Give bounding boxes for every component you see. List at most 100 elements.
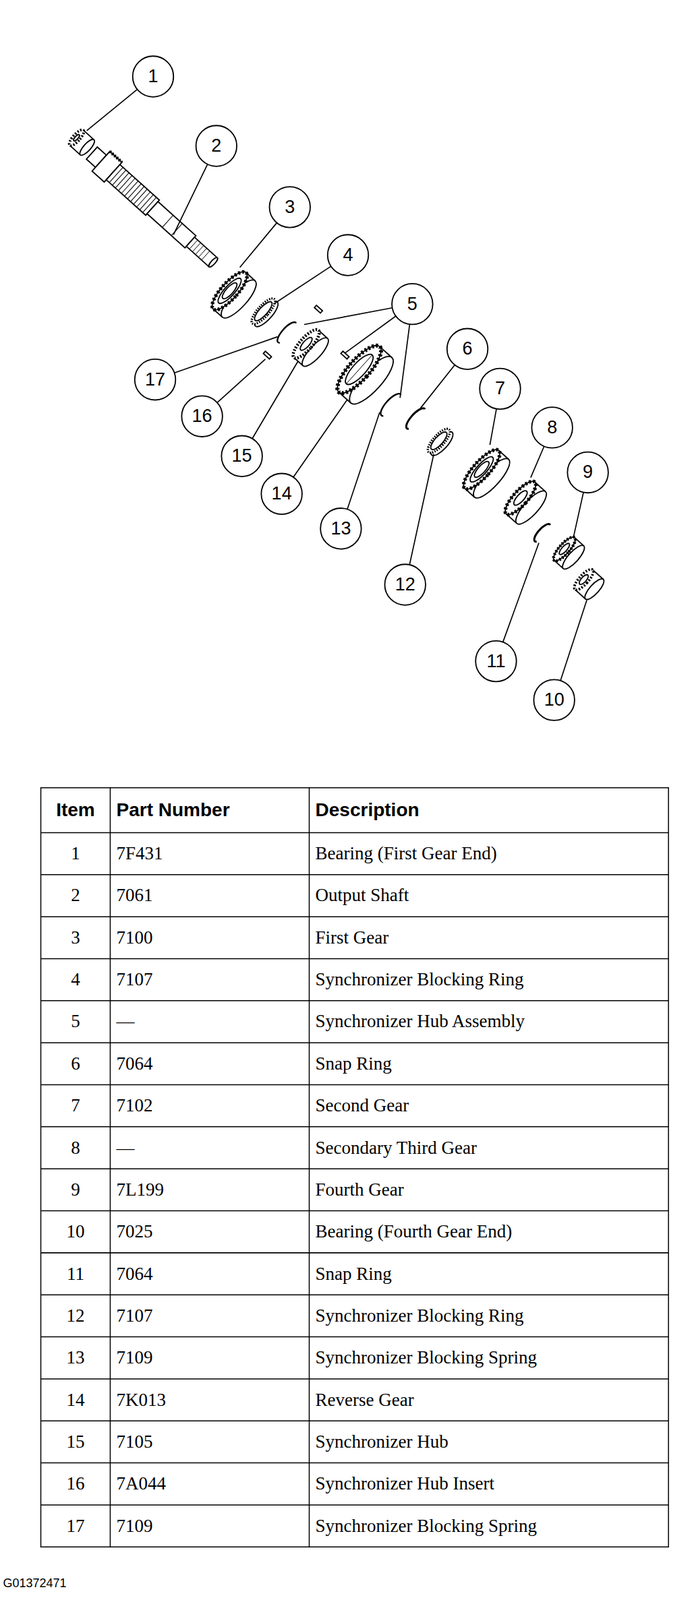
- table-rule: [41, 1505, 670, 1507]
- table-rule: [41, 1379, 670, 1381]
- table-cell: Synchronizer Blocking Ring: [315, 959, 665, 1001]
- table-cell: 7102: [116, 1085, 306, 1128]
- callout-number: 8: [531, 407, 573, 449]
- table-cell: 9: [41, 1169, 111, 1212]
- leader-line: [273, 266, 332, 305]
- callout-number: 10: [533, 679, 575, 721]
- table-cell: Secondary Third Gear: [315, 1127, 665, 1170]
- table-header: Part Number: [116, 788, 306, 834]
- table-rule: [41, 1337, 670, 1339]
- leader-line: [347, 412, 380, 510]
- callout-number: 5: [391, 283, 433, 326]
- table-cell: 15: [41, 1421, 111, 1464]
- leader-line: [293, 400, 348, 478]
- table-rule: [41, 1253, 670, 1255]
- leader-line: [573, 493, 584, 538]
- table-cell: 13: [41, 1338, 111, 1380]
- table-cell: 5: [41, 1001, 111, 1044]
- table-cell: Synchronizer Hub: [315, 1421, 665, 1464]
- leader-line: [560, 600, 587, 682]
- table-rule: [41, 832, 670, 835]
- callout-circle: [479, 368, 521, 411]
- callout-number: 16: [181, 395, 223, 438]
- callout-circle: [327, 234, 369, 276]
- fourth-gear: [550, 534, 588, 573]
- table-rule: [41, 1085, 670, 1087]
- table-rule: [41, 874, 670, 877]
- table-cell: Synchronizer Hub Insert: [315, 1464, 665, 1507]
- table-cell: 2: [41, 875, 111, 918]
- table-header: Description: [315, 788, 665, 834]
- callout-circle: [320, 508, 362, 550]
- blocking-ring: [248, 295, 282, 330]
- table-cell: 7064: [116, 1043, 306, 1086]
- hub-insert: [263, 351, 272, 359]
- table-cell: First Gear: [315, 917, 665, 960]
- table-cell: Bearing (Fourth Gear End): [315, 1211, 665, 1254]
- table-rule: [41, 1294, 670, 1297]
- blocking-spring: [377, 391, 402, 417]
- table-rule: [41, 1126, 670, 1129]
- table-cell: 4: [41, 959, 111, 1001]
- leader-line: [87, 89, 138, 131]
- table-cell: —: [116, 1001, 306, 1044]
- callout-number: 12: [384, 564, 426, 606]
- callout-number: 13: [320, 508, 362, 550]
- output-shaft: [82, 142, 224, 274]
- table-rule: [41, 1421, 670, 1423]
- table-cell: 7F431: [116, 832, 306, 875]
- table-header: Item: [41, 788, 111, 834]
- table-rule: [41, 1463, 670, 1465]
- callout-number: 2: [196, 125, 238, 167]
- callout-circle: [475, 641, 517, 683]
- synchronizer-hub: [289, 326, 332, 371]
- table-cell: 10: [41, 1211, 111, 1254]
- table-cell: Snap Ring: [315, 1043, 665, 1086]
- table-cell: 17: [41, 1506, 111, 1548]
- leader-line: [252, 361, 299, 440]
- callout-number: 15: [221, 435, 263, 477]
- table-cell: 7064: [116, 1253, 306, 1296]
- table-cell: 7025: [116, 1211, 306, 1254]
- table-cell: Output Shaft: [315, 875, 665, 918]
- callout-circle: [533, 679, 575, 721]
- table-cell: 7107: [116, 959, 306, 1001]
- leader-line: [173, 164, 208, 235]
- leader-line: [240, 223, 278, 268]
- leader-line: [399, 324, 410, 398]
- figure-code: G01372471: [3, 1575, 127, 1594]
- leader-line: [344, 316, 396, 354]
- callout-circle: [269, 186, 311, 228]
- blocking-ring: [424, 426, 456, 460]
- callout-number: 3: [269, 186, 311, 228]
- table-cell: 16: [41, 1464, 111, 1507]
- bearing: [571, 567, 607, 603]
- callout-number: 9: [567, 452, 609, 494]
- table-cell: Reverse Gear: [315, 1379, 665, 1422]
- table-rule: [41, 1042, 670, 1045]
- table-cell: Synchronizer Blocking Spring: [315, 1506, 665, 1548]
- table-cell: Snap Ring: [315, 1253, 665, 1296]
- table-cell: 3: [41, 917, 111, 960]
- table-cell: Bearing (First Gear End): [315, 832, 665, 875]
- callout-circle: [221, 435, 263, 477]
- table-cell: Fourth Gear: [315, 1169, 665, 1212]
- table-cell: Synchronizer Hub Assembly: [315, 1001, 665, 1044]
- leader-line: [409, 454, 434, 566]
- table-rule: [41, 916, 670, 918]
- table-cell: 12: [41, 1295, 111, 1338]
- snap-ring: [531, 522, 552, 543]
- callout-number: 14: [261, 474, 303, 516]
- leader-line: [530, 446, 545, 478]
- callout-circle: [391, 283, 433, 326]
- leader-line: [304, 308, 393, 326]
- callout-circle: [132, 55, 175, 98]
- table-cell: 7105: [116, 1421, 306, 1464]
- table-cell: 7K013: [116, 1379, 306, 1422]
- table-cell: 11: [41, 1253, 111, 1296]
- table-cell: 7109: [116, 1506, 306, 1548]
- table-cell: 6: [41, 1043, 111, 1086]
- callout-number: 11: [475, 641, 517, 683]
- table-cell: 8: [41, 1127, 111, 1170]
- leader-line: [217, 359, 266, 403]
